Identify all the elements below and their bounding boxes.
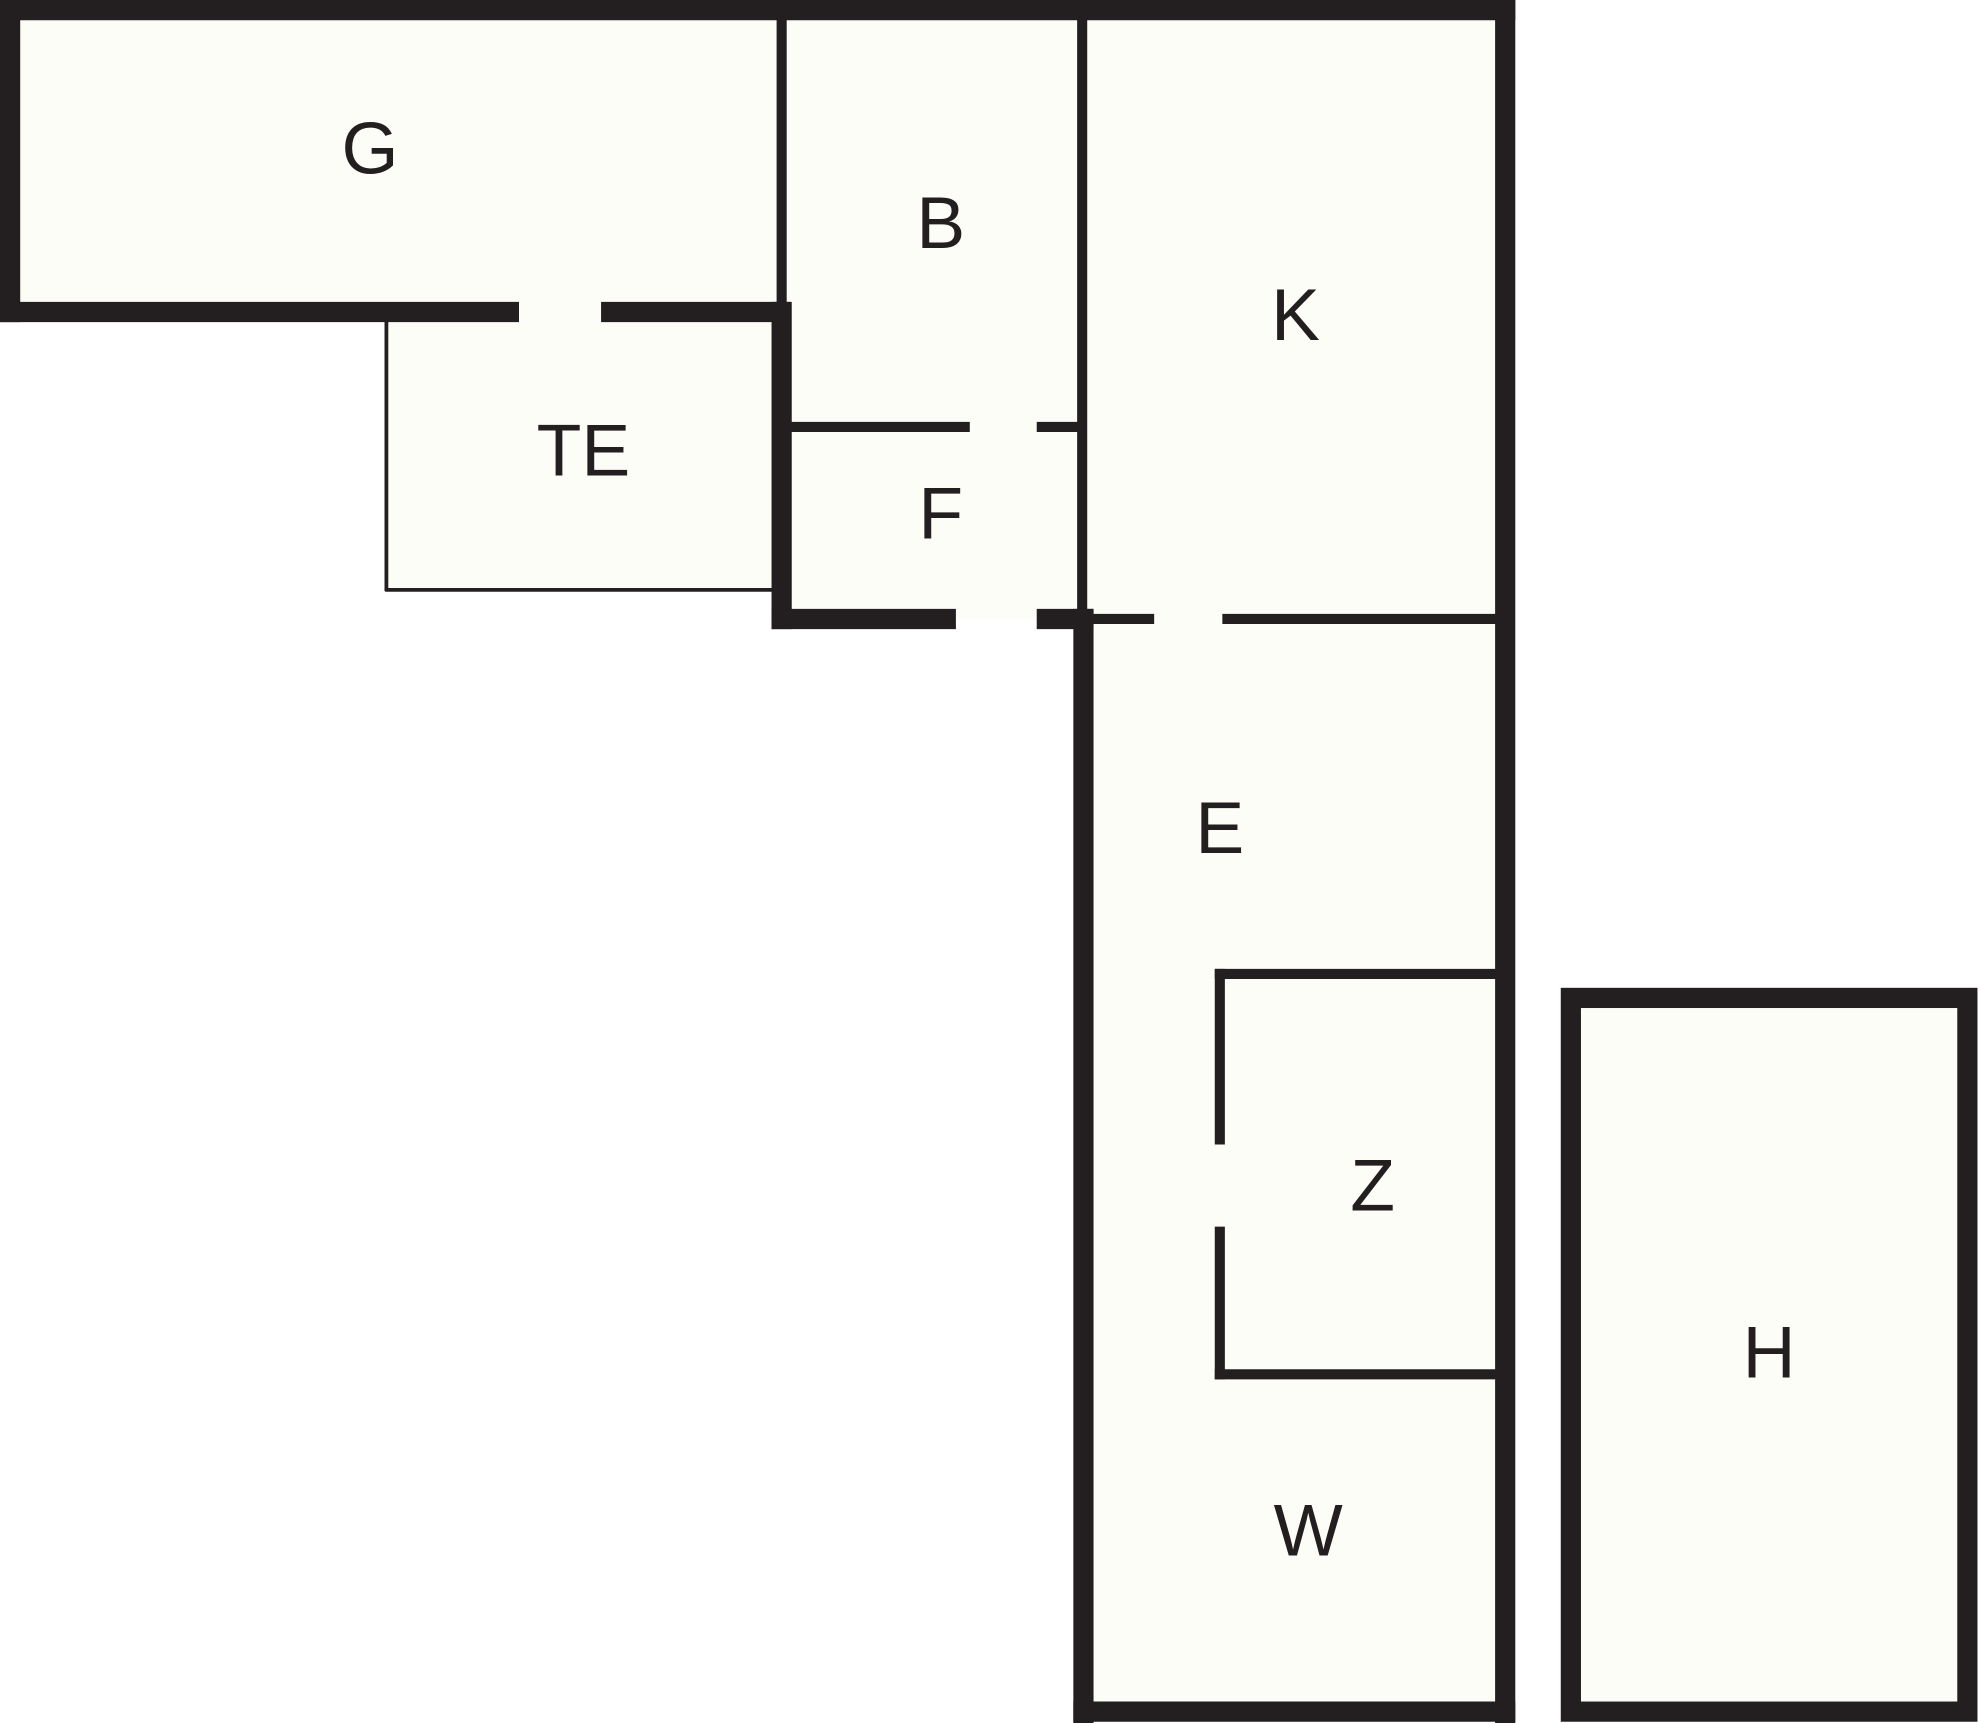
room-label-b: B: [916, 182, 965, 264]
room-label-w: W: [1274, 1489, 1343, 1571]
room-label-e: E: [1195, 787, 1244, 869]
room-g-area: [10, 10, 781, 313]
room-label-z: Z: [1350, 1145, 1395, 1227]
room-label-k: K: [1271, 274, 1320, 356]
room-h-area: [1570, 997, 1968, 1712]
room-k-area: [1083, 10, 1506, 619]
room-label-f: F: [918, 473, 963, 555]
room-label-h: H: [1743, 1311, 1796, 1393]
room-b-area: [780, 10, 1084, 427]
room-labels: G B K TE F E Z W H: [342, 107, 1796, 1571]
room-e-area: [1083, 618, 1506, 1712]
room-label-g: G: [342, 107, 399, 189]
room-label-te: TE: [537, 409, 631, 491]
room-fills: [10, 10, 1968, 1712]
room-f-area: [780, 426, 1084, 619]
wall-h: [1560, 987, 1978, 1722]
room-te-area: [386, 312, 781, 590]
